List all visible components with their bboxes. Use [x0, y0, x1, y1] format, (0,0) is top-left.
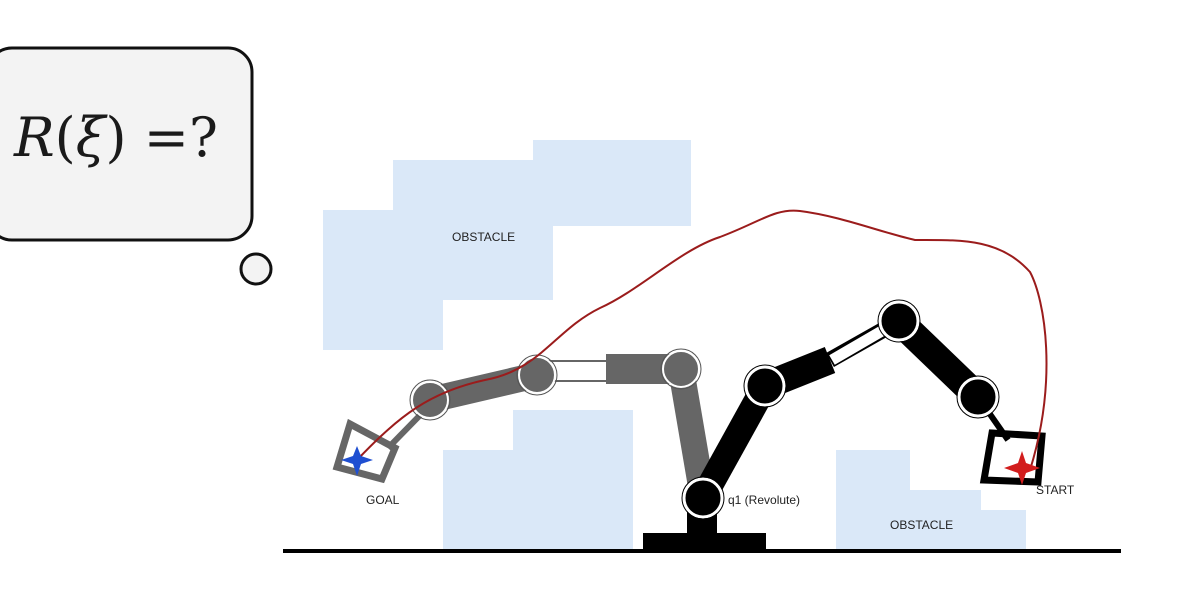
goal-joint-3: [518, 356, 556, 394]
goal-label: GOAL: [366, 493, 400, 507]
reward-equation: R(ξ) =?: [13, 106, 218, 169]
start-joint-2: [744, 365, 786, 407]
start-joint-4: [957, 376, 999, 418]
goal-joint-2: [662, 350, 700, 388]
obstacle-top: [323, 140, 691, 350]
start-star-marker: [1004, 451, 1040, 485]
goal-gripper: [332, 418, 400, 484]
obstacle-top-label: OBSTACLE: [452, 230, 515, 244]
thought-bubble-dot: [239, 252, 273, 286]
start-gripper: [979, 429, 1046, 486]
obstacle-bottom-right-label: OBSTACLE: [890, 518, 953, 532]
goal-arm: [332, 348, 716, 501]
robot-base: [643, 533, 766, 551]
q1-joint-label: q1 (Revolute): [728, 493, 800, 507]
end-effector-trajectory: [356, 209, 1048, 471]
goal-arm-link-1: [668, 366, 716, 501]
start-joint-3: [878, 300, 920, 342]
obstacle-bottom-middle: [443, 410, 633, 550]
start-label: START: [1036, 483, 1075, 497]
goal-star-marker: [341, 446, 373, 476]
thought-bubble: R(ξ) =?: [0, 46, 273, 286]
obstacle-bottom-right: [836, 450, 1026, 550]
q1-joint: [682, 477, 724, 519]
thought-bubble-box: [0, 46, 254, 242]
